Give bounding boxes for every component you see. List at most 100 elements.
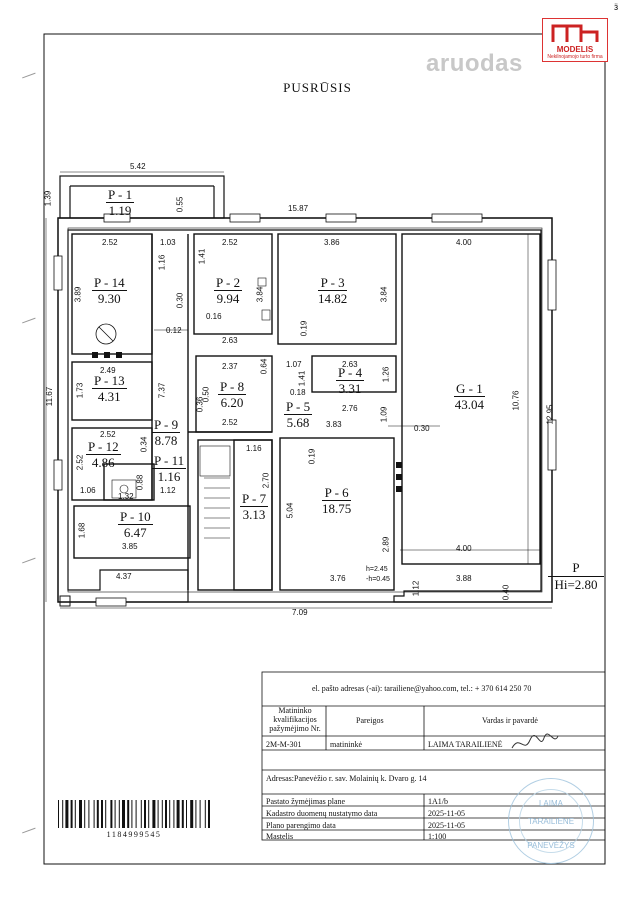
barcode-bar: [195, 800, 197, 828]
height-label-1: h=2.45: [366, 566, 388, 573]
address-line: Adresas:Panevėžio r. sav. Molainių k. Dv…: [266, 774, 427, 783]
dim-label: 0.18: [290, 388, 306, 397]
barcode-bar: [135, 800, 137, 828]
barcode-bar: [101, 800, 103, 828]
barcode-bar: [58, 800, 59, 828]
dim-label: 3.85: [122, 542, 138, 551]
barcode-bar: [144, 800, 146, 828]
barcode-bar: [169, 800, 171, 828]
dim-label: 0.19: [299, 320, 309, 337]
openings: [53, 213, 557, 607]
dim-label: 0.88: [135, 474, 145, 491]
dim-label: 5.04: [285, 502, 295, 519]
dim-label: 2.76: [342, 404, 358, 413]
logo-subtitle: Nekilnojamojo turto firma: [547, 54, 603, 60]
dim-label: 5.42: [130, 162, 146, 171]
surveyor-stamp: LAIMA TARAILIENE PANEVĖŽYS: [508, 778, 594, 864]
dim-label: 1.26: [381, 366, 391, 383]
company-logo: MODELIS Nekilnojamojo turto firma: [542, 18, 608, 62]
barcode-bar: [165, 800, 167, 828]
barcode-bar: [93, 800, 95, 828]
name-header: Vardas ir pavardė: [482, 716, 538, 725]
dim-label: 2.52: [102, 238, 118, 247]
dim-label: 2.63: [342, 360, 358, 369]
barcode-bar: [84, 800, 86, 828]
plan-title: PUSRŪSIS: [283, 80, 352, 95]
barcode-bar: [173, 800, 175, 828]
dim-label: 3.86: [324, 238, 340, 247]
duty-header: Pareigos: [356, 716, 384, 725]
dim-label: 1.16: [246, 444, 262, 453]
barcode-bar: [118, 800, 120, 828]
dim-label: 0.12: [166, 326, 182, 335]
dim-label: 12.95: [545, 404, 555, 425]
info-label: Pastato žymėjimas plane: [266, 797, 346, 806]
dim-label: 1.12: [411, 580, 421, 597]
info-value: 2025-11-05: [428, 821, 466, 830]
height-label-2: -h=0.45: [366, 576, 390, 583]
qual-header: Matininko kvalifikacijos pažymėjimo Nr.: [269, 706, 321, 733]
dim-label: 1.16: [157, 254, 167, 271]
dim-label: 1.68: [77, 522, 87, 539]
barcode-bar: [208, 800, 210, 828]
dim-label: 2.52: [222, 238, 238, 247]
info-label: Plano parengimo data: [266, 821, 336, 830]
dim-label: 2.89: [381, 536, 391, 553]
info-value: 1A1/b: [428, 797, 448, 806]
logo-mark-icon: [551, 24, 599, 42]
dim-label: 2.52: [100, 430, 116, 439]
barcode-bar: [190, 800, 194, 828]
info-label: Mastelis: [266, 832, 294, 841]
dim-label: 0.19: [307, 448, 317, 465]
barcode-bar: [131, 800, 133, 828]
contact-line: el. pašto adresas (-ai): tarailiene@yaho…: [312, 684, 532, 693]
barcode-bar: [186, 800, 187, 828]
barcode-bar: [74, 800, 76, 828]
surveyor-name: LAIMA TARAILIENĖ: [428, 740, 503, 749]
info-label: Kadastro duomenų nustatymo data: [266, 809, 378, 818]
dim-label: 1.03: [160, 238, 176, 247]
dim-label: 10.76: [511, 390, 521, 411]
dim-label: 2.37: [222, 362, 238, 371]
watermark: aruodas: [426, 50, 523, 77]
dim-label: 3.83: [326, 420, 342, 429]
dim-label: 2.49: [100, 366, 116, 375]
info-value: 2025-11-05: [428, 809, 466, 818]
dim-label: 7.37: [157, 382, 167, 399]
barcode-bar: [88, 800, 90, 828]
duty-value: matininkė: [330, 740, 362, 749]
dim-label: 1.09: [379, 406, 389, 423]
barcode-bar: [152, 800, 156, 828]
dim-label: 1.39: [43, 190, 53, 207]
dim-label: 3.88: [456, 574, 472, 583]
sheet-border: [43, 33, 606, 865]
barcode-bar: [62, 800, 64, 828]
corner-mark: ӟ: [614, 2, 619, 12]
dim-label: 0.16: [206, 312, 222, 321]
barcode-bar: [105, 800, 107, 828]
barcode-bar: [148, 800, 150, 828]
dim-label: 3.76: [330, 574, 346, 583]
dim-label: 11.67: [45, 386, 55, 407]
dim-label: 0.30: [175, 292, 185, 309]
barcode-bar: [96, 800, 99, 828]
inner-walls: [57, 217, 553, 603]
qual-number: 2M-M-301: [266, 740, 302, 749]
barcode-bar: [181, 800, 184, 828]
dim-label: 3.84: [379, 286, 389, 303]
